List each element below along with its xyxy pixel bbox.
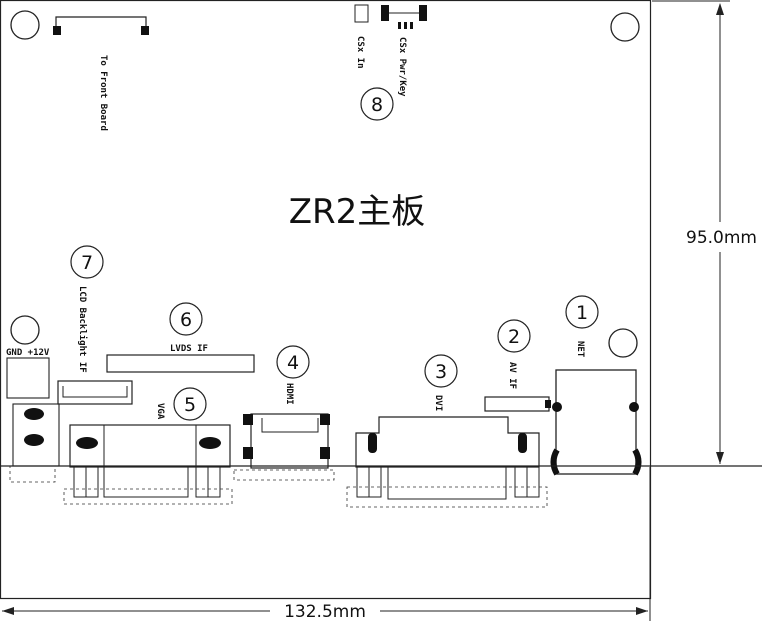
front-board-connector (53, 16, 149, 35)
front-board-label: To Front Board (98, 55, 108, 131)
vga-connector (63, 424, 233, 505)
lvds-label: LVDS IF (170, 344, 208, 354)
csx-pwr-key-label: CSx Pwr/Key (397, 37, 407, 97)
marker-4-label: 4 (287, 352, 299, 374)
height-label: 95.0mm (686, 228, 757, 248)
lcd-backlight-label: LCD Backlight IF (77, 286, 88, 373)
board-outline (0, 0, 652, 600)
board-title: ZR2主板 (289, 192, 426, 232)
dvi-label: DVI (433, 395, 443, 411)
csx-in-connector (354, 4, 369, 23)
mounting-hole-top-right (610, 12, 640, 42)
height-dimension (652, 0, 730, 464)
mounting-hole-top-left (10, 10, 40, 40)
lvds-connector (106, 354, 255, 373)
marker-6-circle (169, 302, 203, 336)
marker-1-label: 1 (576, 302, 588, 324)
csx-in-label: CSx In (355, 36, 365, 69)
marker-2-label: 2 (508, 326, 520, 348)
mounting-hole-left (10, 315, 40, 345)
width-dimension (2, 467, 651, 621)
power-label: GND +12V (6, 348, 50, 358)
marker-5-label: 5 (184, 394, 196, 416)
hdmi-label: HDMI (284, 383, 294, 405)
vga-label: VGA (155, 403, 165, 420)
marker-3-circle (424, 354, 458, 388)
marker-8-label: 8 (371, 94, 383, 116)
marker-2-circle (497, 319, 531, 353)
marker-8-circle (360, 87, 394, 121)
net-connector (550, 369, 642, 476)
av-if-connector (484, 396, 551, 412)
marker-1-circle (565, 295, 599, 329)
hdmi-connector (233, 413, 335, 481)
marker-7-label: 7 (81, 252, 93, 274)
marker-4-circle (276, 345, 310, 379)
av-if-label: AV IF (507, 362, 517, 389)
power-connector (6, 357, 60, 483)
mounting-hole-right (608, 328, 638, 358)
width-label: 132.5mm (284, 602, 366, 621)
marker-6-label: 6 (180, 309, 192, 331)
marker-3-label: 3 (435, 361, 447, 383)
marker-5-circle (173, 387, 207, 421)
lcd-backlight-connector (57, 380, 133, 405)
net-label: NET (575, 341, 585, 358)
marker-7-circle (70, 245, 104, 279)
dvi-connector (346, 416, 548, 508)
csx-pwr-key-connector (381, 5, 427, 29)
